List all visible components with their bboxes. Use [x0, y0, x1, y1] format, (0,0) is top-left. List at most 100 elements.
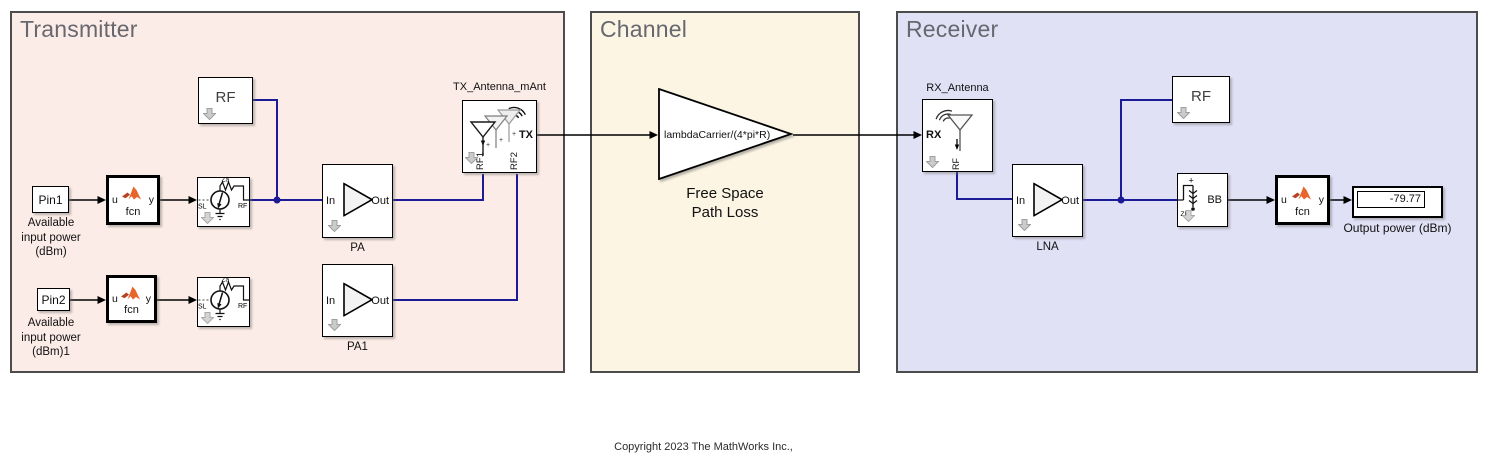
rf-port-label: RF [951, 158, 961, 170]
bb-port-label: BB [1207, 193, 1222, 206]
pa1-out-port: Out [371, 294, 389, 307]
svg-text:+: + [1189, 176, 1194, 186]
rf-wire-pa-rf1[interactable] [393, 174, 484, 201]
lna-label: LNA [1036, 241, 1059, 253]
lna-in-port: In [1016, 194, 1026, 207]
tx-antenna-block[interactable]: + + + TX RF1 RF2 [462, 100, 537, 173]
receiver-area-title: Receiver [906, 16, 999, 42]
path-loss-gain-block[interactable] [658, 87, 794, 181]
fcn3-u-port: u [1281, 193, 1287, 206]
fcn1-u-port: u [112, 193, 118, 206]
lna-out-port: Out [1061, 194, 1079, 207]
rf-wire-pa1-rf2[interactable] [393, 174, 518, 301]
variant-badge-icon [327, 319, 342, 332]
inport2-sl-label: SL [198, 304, 207, 311]
inport2-circuit-icon: SL Za RF [198, 277, 250, 321]
display-caption: Output power (dBm) [1343, 221, 1452, 235]
pa1-label: PA1 [347, 341, 368, 353]
rf-wire-rfblock-junction[interactable] [253, 99, 278, 199]
arrowheads [97, 131, 1352, 304]
variant-badge-icon [327, 220, 342, 233]
pa-in-port: In [326, 194, 336, 207]
channel-area[interactable]: Channel [590, 11, 860, 373]
variant-badge-icon [464, 152, 479, 165]
variant-badge-icon [1181, 210, 1196, 223]
matlab-logo-icon [121, 185, 145, 202]
variant-badge-icon [1017, 219, 1032, 232]
fcn2-u-port: u [112, 292, 118, 305]
amplifier-icon [342, 182, 374, 218]
pin2-label: Pin2 [41, 292, 66, 307]
wireless-waves-icon [935, 109, 953, 122]
fcn2-y-port: y [145, 292, 151, 305]
tx-antenna-array-icon: + + + [469, 106, 526, 156]
amplifier-icon [342, 281, 374, 317]
pa-label: PA [350, 242, 365, 254]
inport1-z-label: Za [222, 177, 230, 184]
variant-badge-icon [202, 108, 217, 121]
fcn1-label: fcn [125, 206, 141, 218]
display-value: -79.77 [1357, 191, 1425, 208]
inport2-sl-to-rf-block[interactable]: SL Za RF [197, 277, 250, 327]
fcn3-label: fcn [1295, 206, 1310, 218]
pin1-label: Pin1 [38, 192, 63, 207]
pa-amplifier-block[interactable]: In Out [322, 164, 393, 238]
bb-circuit-icon: + ZL [1177, 176, 1198, 218]
ground-icon [215, 309, 225, 321]
rx-antenna-icon [935, 109, 974, 151]
rf-wire-junction-rfblock[interactable] [1120, 99, 1172, 199]
svg-text:+: + [499, 137, 503, 144]
pa1-in-port: In [326, 294, 336, 307]
pin2-caption: Available input power (dBm)1 [21, 317, 81, 358]
output-display-block[interactable]: -79.77 [1352, 186, 1443, 218]
pa-out-port: Out [371, 194, 389, 207]
pin1-caption: Available input power (dBm) [21, 217, 81, 258]
rx-port-label: RX [926, 129, 942, 141]
ground-icon [215, 209, 225, 221]
inport1-rf-label: RF [238, 203, 247, 210]
pin1-inport-block[interactable]: Pin1 [32, 186, 69, 213]
svg-text:+: + [486, 142, 490, 149]
rf-wire-rxantenna-lna[interactable] [956, 172, 1012, 200]
tx-rf-config-block[interactable]: RF [198, 77, 253, 124]
matlab-logo-icon [1291, 185, 1315, 202]
load-icon [1188, 190, 1198, 205]
tx-port-label: TX [518, 129, 533, 141]
lna-amplifier-block[interactable]: In Out [1012, 164, 1083, 237]
channel-area-title: Channel [600, 16, 688, 42]
fcn3-y-port: y [1318, 193, 1324, 206]
amplifier-icon [1032, 181, 1064, 217]
inport1-sl-label: SL [198, 204, 207, 211]
inport1-sl-to-rf-block[interactable]: SL Za RF [197, 177, 250, 227]
bb-outport-block[interactable]: + ZL BB [1177, 173, 1228, 227]
antenna-glyph [946, 114, 974, 151]
transmitter-area[interactable]: Transmitter [10, 11, 565, 373]
svg-text:+: + [512, 131, 516, 138]
matlab-logo-icon [120, 285, 144, 302]
bb-z-label: ZL [1181, 211, 1189, 218]
variant-badge-icon [200, 212, 215, 225]
rx-antenna-title: RX_Antenna [926, 82, 989, 94]
fcn3-matlab-function-block[interactable]: u y fcn [1275, 175, 1330, 225]
inport2-rf-label: RF [238, 303, 247, 310]
tx-rf-config-label: RF [215, 89, 236, 106]
inport2-z-label: Za [222, 277, 230, 284]
junction-dots [273, 196, 1125, 204]
fcn1-y-port: y [148, 193, 154, 206]
copyright-text: Copyright 2023 The MathWorks Inc., [614, 441, 793, 453]
tx-antenna-title: TX_Antenna_mAnt [453, 81, 546, 93]
rx-antenna-block[interactable]: RX RF [922, 99, 993, 172]
transmitter-area-title: Transmitter [20, 16, 138, 42]
pin2-inport-block[interactable]: Pin2 [37, 288, 70, 311]
inport1-circuit-icon: SL Za RF [198, 177, 250, 221]
fcn1-matlab-function-block[interactable]: u y fcn [106, 175, 160, 225]
gain-caption: Free Space Path Loss [686, 185, 764, 221]
pa1-amplifier-block[interactable]: In Out [322, 264, 393, 337]
rx-rf-config-block[interactable]: RF [1172, 76, 1230, 123]
fcn2-label: fcn [124, 304, 139, 316]
rx-rf-config-label: RF [1191, 88, 1211, 105]
gain-expression: lambdaCarrier/(4*pi*R) [664, 129, 771, 141]
fcn2-matlab-function-block[interactable]: u y fcn [106, 275, 157, 323]
